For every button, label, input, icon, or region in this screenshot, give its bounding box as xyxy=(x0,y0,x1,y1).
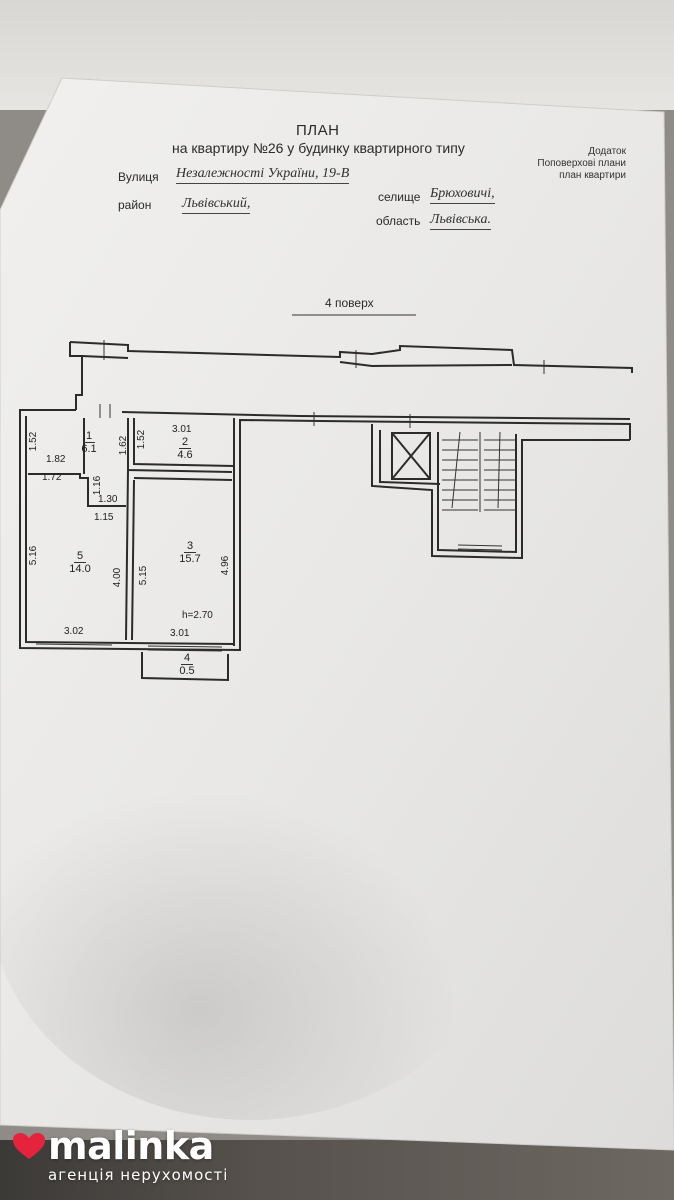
room-2: 2 4.6 xyxy=(170,436,200,461)
dim-4-00: 4.00 xyxy=(112,567,124,588)
region-label: область xyxy=(376,214,421,228)
dim-5-15: 5.15 xyxy=(138,565,150,586)
dim-3-02: 3.02 xyxy=(64,626,84,637)
dim-1-52-mid: 1.52 xyxy=(136,429,148,450)
appendix-note: Додаток Поповерхові плани план квартири xyxy=(516,146,626,182)
appendix-line-3: план квартири xyxy=(559,170,626,181)
dim-5-16: 5.16 xyxy=(28,545,40,566)
floor-label: 4 поверх xyxy=(325,296,374,310)
dim-1-52-left: 1.52 xyxy=(28,431,40,452)
room-4-number: 4 xyxy=(180,652,194,665)
dim-1-16: 1.16 xyxy=(92,475,104,496)
room-3-number: 3 xyxy=(183,540,197,553)
street-label: Вулиця xyxy=(118,170,159,184)
dim-3-01-bottom: 3.01 xyxy=(170,628,190,639)
settlement-label: селище xyxy=(378,190,421,204)
region-value: Львівська. xyxy=(430,212,491,230)
room-4: 4 0.5 xyxy=(172,652,202,677)
ceiling-height: h=2.70 xyxy=(182,610,213,621)
district-label: район xyxy=(118,198,152,212)
dim-1-82: 1.82 xyxy=(46,454,66,465)
brand-tagline: агенція нерухомості xyxy=(48,1166,229,1184)
plan-title: ПЛАН xyxy=(296,122,340,139)
dim-1-62: 1.62 xyxy=(118,435,130,456)
heart-icon xyxy=(13,1133,45,1159)
room-5-area: 14.0 xyxy=(69,563,91,575)
district-value: Львівський, xyxy=(182,196,251,214)
appendix-line-2: Поповерхові плани xyxy=(537,158,626,169)
dim-1-15: 1.15 xyxy=(94,512,114,523)
brand-watermark: malinka агенція нерухомості xyxy=(12,1124,262,1188)
room-5-number: 5 xyxy=(73,550,87,563)
brand-name: malinka xyxy=(48,1124,214,1168)
street-value: Незалежності України, 19-В xyxy=(176,166,350,184)
dim-1-30: 1.30 xyxy=(98,494,118,505)
room-2-area: 4.6 xyxy=(177,449,193,461)
plan-subtitle: на квартиру №26 у будинку квартирного ти… xyxy=(172,140,465,156)
table-surface xyxy=(0,1140,674,1200)
room-1-area: 6.1 xyxy=(81,443,97,455)
room-3-area: 15.7 xyxy=(179,553,201,565)
appendix-line-1: Додаток xyxy=(588,146,626,157)
room-1-number: 1 xyxy=(82,430,96,443)
room-4-area: 0.5 xyxy=(179,665,195,677)
room-2-number: 2 xyxy=(178,436,192,449)
room-1: 1 6.1 xyxy=(74,430,104,455)
room-3: 3 15.7 xyxy=(172,540,208,565)
settlement-value: Брюховичі, xyxy=(430,186,495,204)
room-5: 5 14.0 xyxy=(62,550,98,575)
dim-3-01-top: 3.01 xyxy=(172,424,192,435)
dim-4-96: 4.96 xyxy=(220,555,232,576)
dim-1-72: 1.72 xyxy=(42,472,62,483)
